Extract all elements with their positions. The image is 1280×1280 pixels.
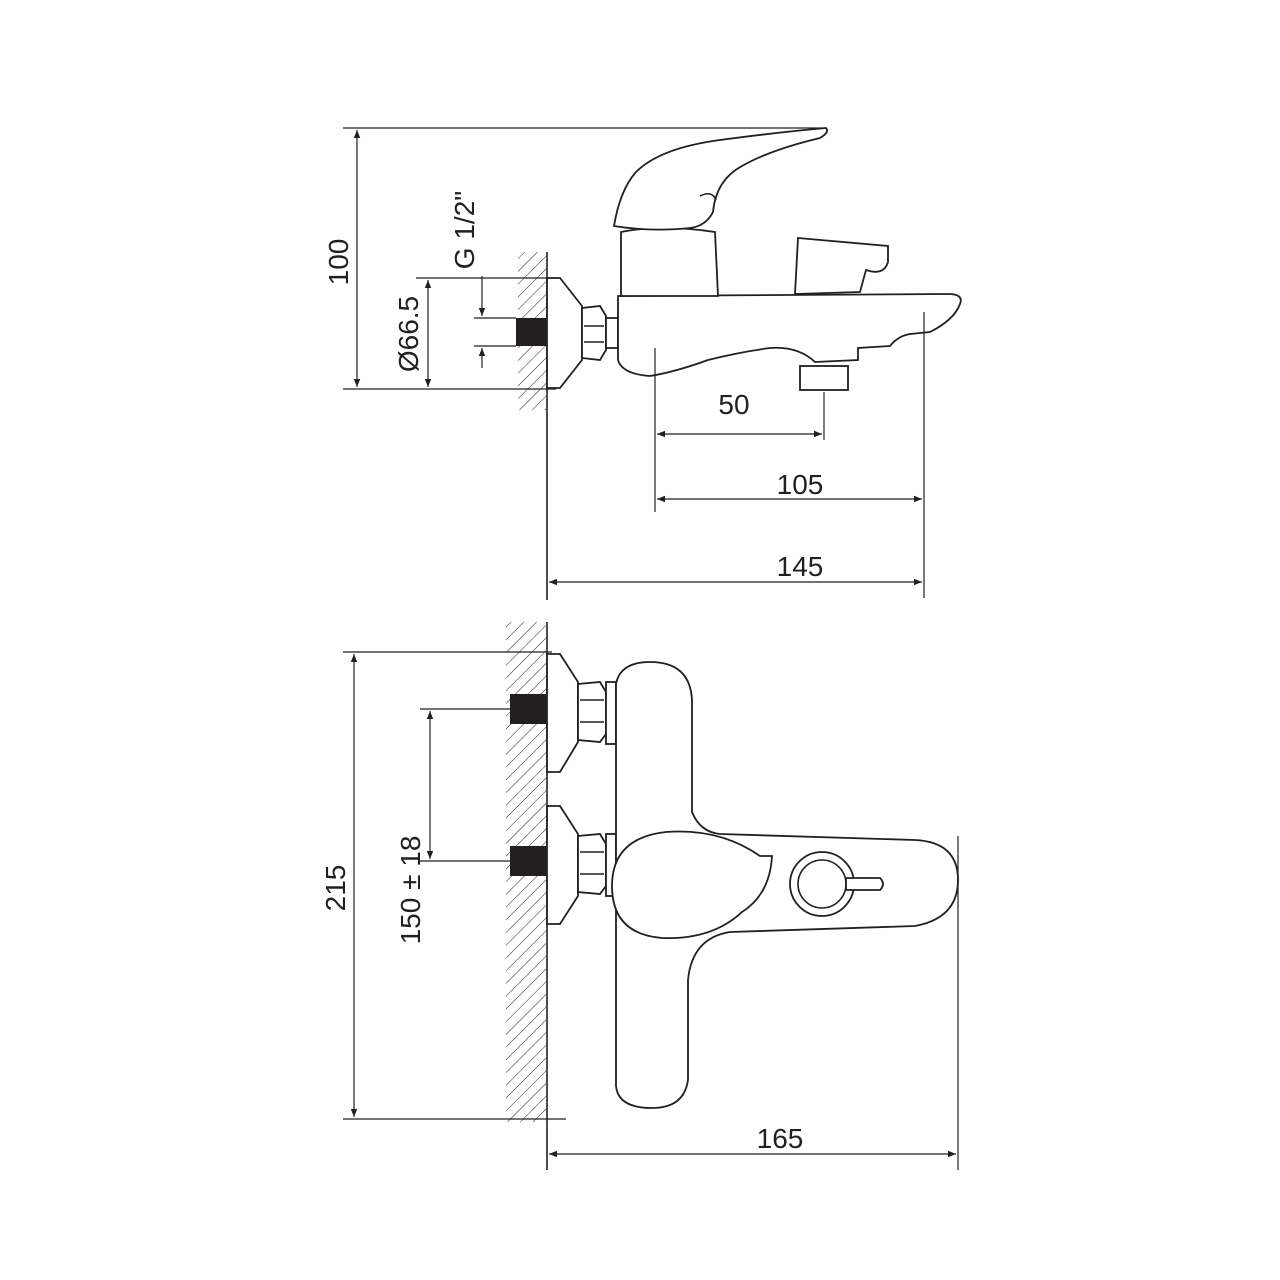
connector-upper	[605, 681, 617, 745]
mixer-body-side	[617, 293, 962, 377]
dim-label-flange: Ø66.5	[393, 296, 424, 372]
inlet-pipe-lower	[510, 846, 546, 876]
hex-nut-upper	[577, 681, 607, 743]
inlet-pipe-side	[516, 318, 546, 346]
hex-nut-lower	[577, 833, 607, 895]
inlet-pipe-upper	[510, 694, 546, 724]
dim-label-centers: 150 ± 18	[395, 836, 426, 945]
lever-detail	[699, 192, 717, 201]
dim-label-spout: 105	[777, 469, 824, 500]
dim-label-height: 100	[323, 239, 354, 286]
spout-outlet-side	[799, 365, 849, 391]
diverter-knob-outer	[789, 851, 855, 917]
flange-side	[546, 277, 583, 389]
dim-label-diverter: 50	[718, 389, 749, 420]
dim-label-depth: 165	[757, 1123, 804, 1154]
dim-label-projection: 145	[777, 551, 824, 582]
side-view: 100 Ø66.5 G 1/2" 50 105 145	[323, 127, 962, 600]
flange-upper	[546, 653, 579, 773]
lever-handle-side	[612, 127, 829, 231]
dim-label-thread: G 1/2"	[449, 191, 480, 269]
diverter-knob-side	[794, 237, 889, 295]
top-view: 215 150 ± 18 165	[320, 622, 959, 1170]
cartridge-cap-side	[620, 227, 719, 297]
lever-handle-top	[611, 830, 773, 939]
diverter-tab	[845, 877, 884, 891]
flange-lower	[546, 805, 579, 925]
connector-side	[605, 317, 619, 349]
hex-nut-side	[581, 305, 607, 361]
dim-label-width: 215	[320, 865, 351, 912]
